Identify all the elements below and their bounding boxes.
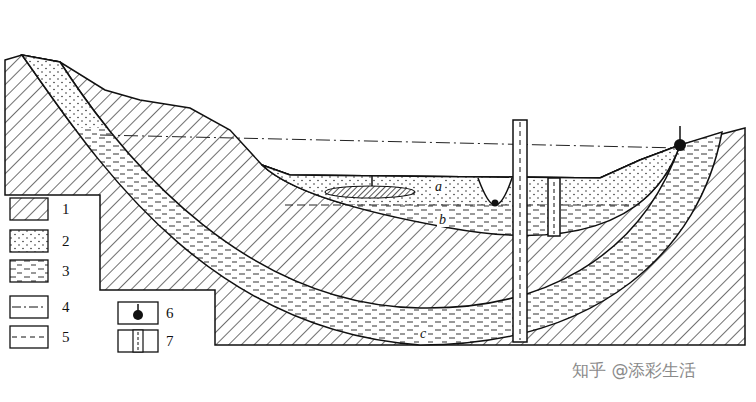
spring xyxy=(674,139,686,151)
legend-number: 6 xyxy=(166,306,174,321)
spring-stem xyxy=(679,126,681,140)
swatch-box xyxy=(10,230,48,252)
legend-number: 2 xyxy=(62,234,70,249)
layer-label: b xyxy=(437,213,448,227)
clay-lens xyxy=(325,186,415,198)
legend-swatch xyxy=(9,259,49,283)
legend-swatch xyxy=(9,295,49,319)
swatch-well xyxy=(133,330,143,352)
valley-aquifer-sand xyxy=(262,145,680,205)
legend-swatch xyxy=(9,197,49,221)
well xyxy=(548,178,560,236)
swatch-box xyxy=(10,326,48,348)
swatch-box xyxy=(118,302,158,324)
watermark: 知乎 @添彩生活 xyxy=(572,362,696,379)
piezometric-level xyxy=(100,135,680,148)
swatch-line xyxy=(12,337,46,338)
legend-swatch xyxy=(117,329,159,353)
valley-aquifer xyxy=(262,145,680,235)
well-screen xyxy=(554,182,555,234)
well xyxy=(513,120,527,342)
layer-label: a xyxy=(433,180,444,194)
layer-label: c xyxy=(418,327,428,341)
legend-number: 3 xyxy=(62,264,70,279)
legend-number: 5 xyxy=(62,330,70,345)
legend-swatch xyxy=(117,301,159,325)
legend-number: 1 xyxy=(62,202,70,217)
water-table xyxy=(285,205,640,206)
swatch-box xyxy=(118,330,158,352)
swatch-box xyxy=(10,296,48,318)
bedrock xyxy=(5,55,745,345)
legend-swatch xyxy=(9,229,49,253)
confined-aquifer-sand xyxy=(22,55,722,128)
swatch-line xyxy=(12,307,46,308)
legend-number: 4 xyxy=(62,300,70,315)
river-water xyxy=(492,200,499,207)
swatch-box xyxy=(10,198,48,220)
swatch-box xyxy=(10,260,48,282)
well-screen xyxy=(520,122,521,340)
legend-number: 7 xyxy=(166,334,174,349)
confined-aquifer xyxy=(22,55,722,345)
legend-swatch xyxy=(9,325,49,349)
swatch-dot xyxy=(133,310,143,320)
swatch-line xyxy=(138,332,139,351)
pipe xyxy=(371,176,373,186)
